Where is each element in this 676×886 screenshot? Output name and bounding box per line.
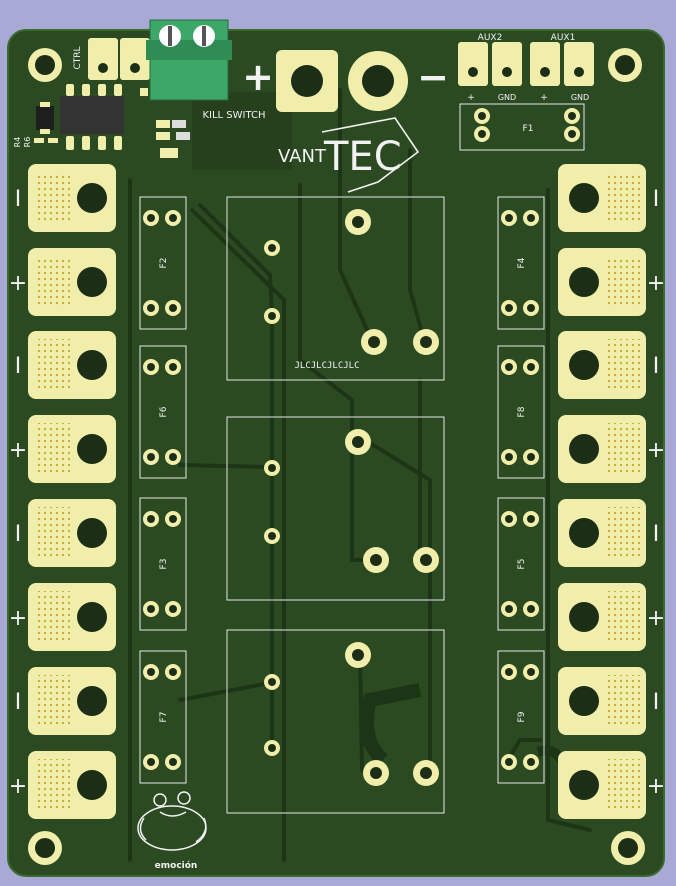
left-pad-polarity-1: I — [15, 187, 22, 212]
mounting-holes — [28, 48, 645, 865]
right-pad-polarity-3: I — [653, 354, 660, 379]
left-pad-3: I — [15, 331, 116, 399]
left-pad-2: + — [9, 248, 116, 316]
right-pad-4: + — [558, 415, 665, 483]
kill-switch-label: KILL SWITCH — [202, 110, 265, 121]
left-pad-7: I — [15, 667, 116, 735]
main-minus-label: − — [417, 55, 449, 99]
fuse-label-f9: F9 — [517, 711, 527, 722]
right-pad-polarity-2: + — [647, 271, 665, 296]
left-pad-polarity-8: + — [9, 774, 27, 799]
ctrl-header — [88, 38, 150, 80]
right-pad-polarity-8: + — [647, 774, 665, 799]
fuse-label-f6: F6 — [159, 406, 169, 417]
aux2-plus-label: + — [467, 93, 475, 103]
aux1-gnd-label: GND — [571, 93, 589, 102]
left-pad-1: I — [15, 164, 116, 232]
right-pad-7: I — [558, 667, 659, 735]
fuse-label-f3: F3 — [159, 559, 169, 570]
fuse-label-f5: F5 — [517, 559, 527, 570]
right-pad-polarity-7: I — [653, 690, 660, 715]
right-power-pads: I + I + I + I + — [558, 164, 665, 819]
fuse-holder-f4: F4 — [497, 196, 545, 330]
logo-prefix: VANT — [278, 146, 327, 167]
left-pad-polarity-6: + — [9, 606, 27, 631]
aux1-label: AUX1 — [551, 33, 576, 43]
aux1-header — [530, 42, 594, 86]
fuse-label-f4: F4 — [517, 257, 527, 268]
right-pad-1: I — [558, 164, 659, 232]
fuse-holder-f5: F5 — [497, 497, 545, 631]
fuse-label-f2: F2 — [159, 258, 169, 269]
fuse-holder-f3: F3 — [139, 497, 187, 631]
left-pad-polarity-4: + — [9, 438, 27, 463]
left-pad-polarity-5: I — [15, 522, 22, 547]
main-terminal-positive — [276, 50, 338, 112]
power-trace — [360, 683, 422, 766]
mascot-caption: emoción — [155, 860, 198, 871]
aux2-header — [458, 42, 522, 86]
left-pad-polarity-7: I — [15, 690, 22, 715]
right-pad-polarity-5: I — [653, 522, 660, 547]
main-terminal-negative — [348, 51, 408, 111]
right-pad-5: I — [558, 499, 659, 567]
kill-switch-connector — [146, 19, 232, 101]
resistor-label-r4: R4 — [13, 137, 22, 148]
relay-coil-pads — [264, 240, 280, 756]
aux2-label: AUX2 — [478, 33, 503, 43]
right-pad-polarity-6: + — [647, 606, 665, 631]
fuse-label-f1: F1 — [523, 124, 534, 134]
copper-pour — [192, 92, 292, 170]
fuse-label-f7: F7 — [159, 712, 169, 723]
mascot-frog-icon — [137, 791, 207, 851]
fuse-holder-f2: F2 — [139, 196, 187, 330]
fuse-holder-f8: F8 — [497, 345, 545, 479]
smd-components — [34, 88, 190, 158]
main-plus-label: + — [242, 55, 274, 99]
left-pad-6: + — [9, 583, 116, 651]
relay-pads — [345, 209, 439, 786]
fuse-holder-f1 — [459, 103, 585, 151]
fuse-holder-f9: F9 — [497, 650, 545, 784]
relay-outlines — [226, 196, 445, 814]
left-pad-4: + — [9, 415, 116, 483]
fuse-holder-f6: F6 — [139, 345, 187, 479]
ic-chip — [60, 84, 124, 150]
right-pad-3: I — [558, 331, 659, 399]
left-pad-5: I — [15, 499, 116, 567]
fuse-label-f8: F8 — [517, 406, 527, 417]
resistor-label-r6: R6 — [23, 137, 32, 148]
manufacturer-mark: JLCJLCJLCJLC — [294, 361, 359, 371]
right-pad-polarity-1: I — [653, 187, 660, 212]
aux2-gnd-label: GND — [498, 93, 516, 102]
left-pad-polarity-3: I — [15, 354, 22, 379]
left-pad-8: + — [9, 751, 116, 819]
right-pad-6: + — [558, 583, 665, 651]
logo-main: TEC — [323, 134, 402, 180]
fuse-holder-f7: F7 — [139, 650, 187, 784]
aux1-plus-label: + — [540, 93, 548, 103]
left-pad-polarity-2: + — [9, 271, 27, 296]
vantec-logo: VANT TEC — [278, 117, 420, 193]
right-pad-polarity-4: + — [647, 438, 665, 463]
ctrl-label: CTRL — [73, 46, 83, 69]
right-pad-2: + — [558, 248, 665, 316]
left-power-pads: I + I + I + I + — [9, 164, 116, 819]
right-pad-8: + — [558, 751, 665, 819]
